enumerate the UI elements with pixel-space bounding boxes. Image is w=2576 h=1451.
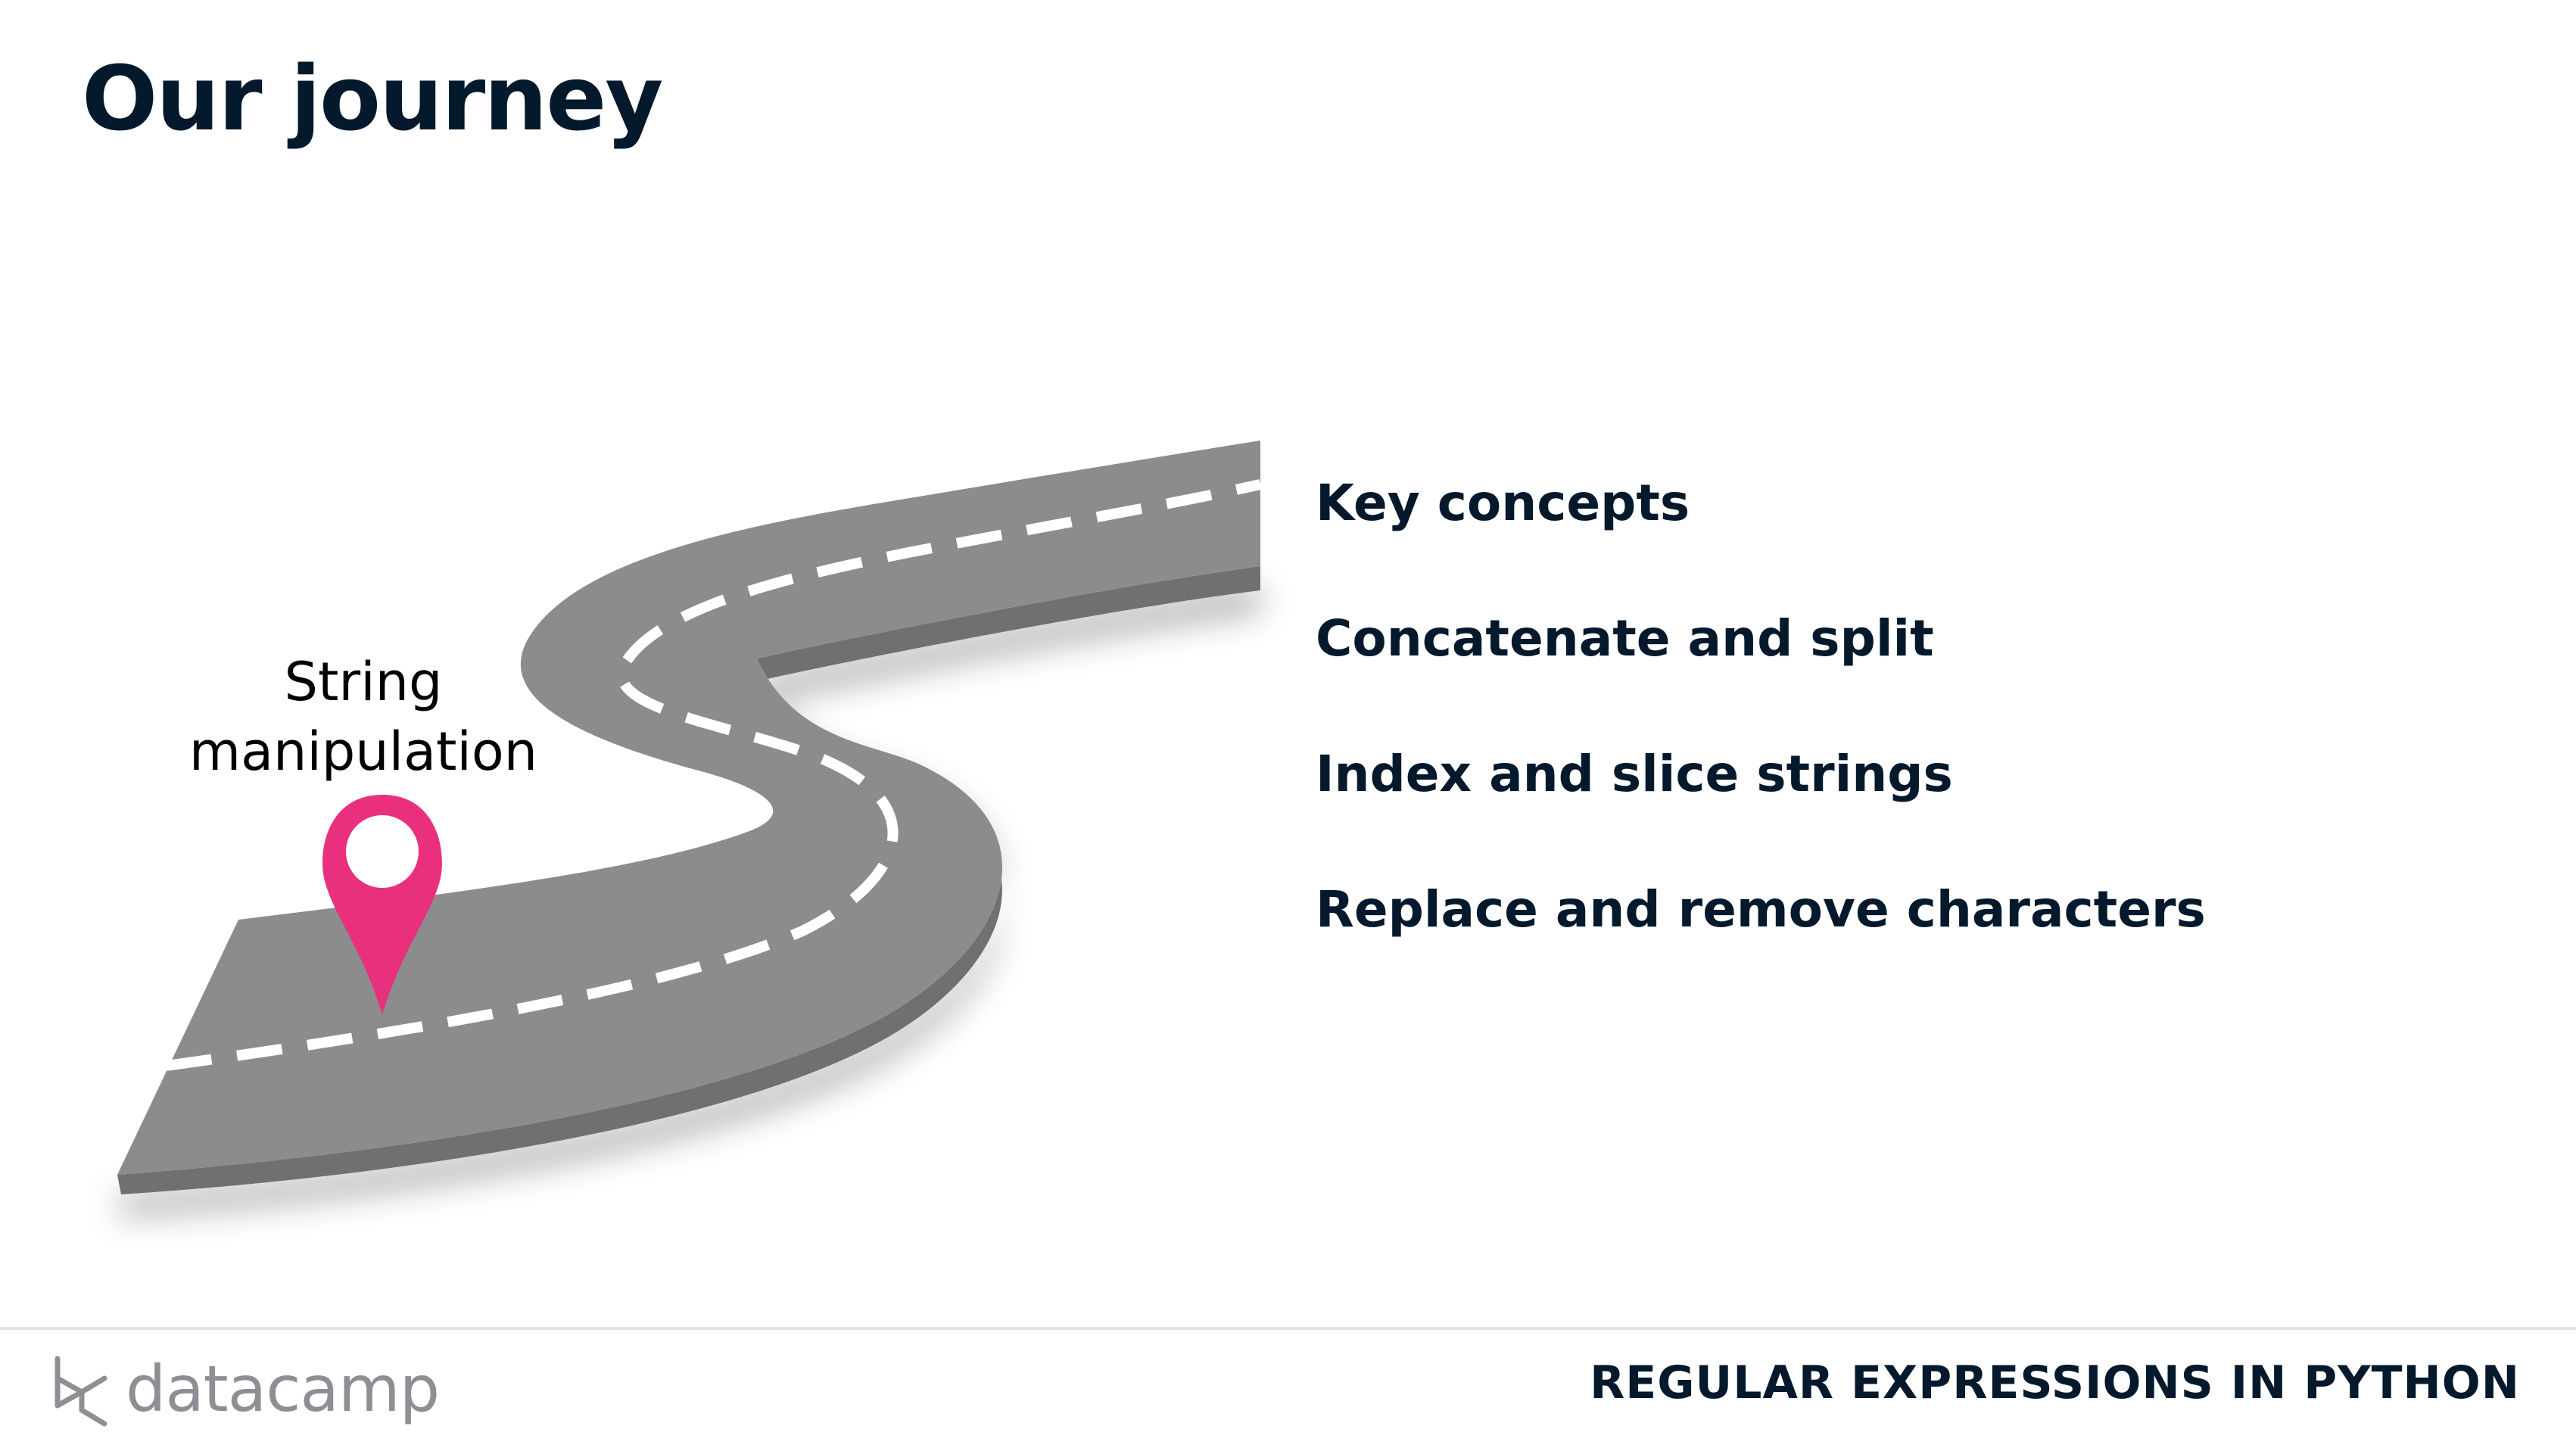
pin-label: String manipulation — [136, 647, 590, 786]
road-surface — [117, 441, 1260, 1175]
list-item: Replace and remove characters — [1316, 880, 2206, 939]
pin-label-line2: manipulation — [188, 721, 538, 783]
pin-label-line1: String — [284, 651, 443, 713]
topic-list: Key concepts Concatenate and split Index… — [1316, 462, 2206, 1004]
logo-text: datacamp — [126, 1352, 440, 1426]
list-item: Index and slice strings — [1316, 745, 1953, 803]
map-pin-icon — [322, 795, 442, 1014]
course-title: REGULAR EXPRESSIONS IN PYTHON — [1590, 1356, 2520, 1409]
list-item: Key concepts — [1316, 474, 1690, 532]
page-title: Our journey — [82, 46, 663, 151]
datacamp-logo-icon — [55, 1356, 107, 1427]
list-item: Concatenate and split — [1316, 609, 1934, 668]
datacamp-logo: datacamp — [51, 1351, 440, 1427]
road-center-line — [166, 479, 1262, 1071]
footer-divider — [0, 1327, 2576, 1330]
